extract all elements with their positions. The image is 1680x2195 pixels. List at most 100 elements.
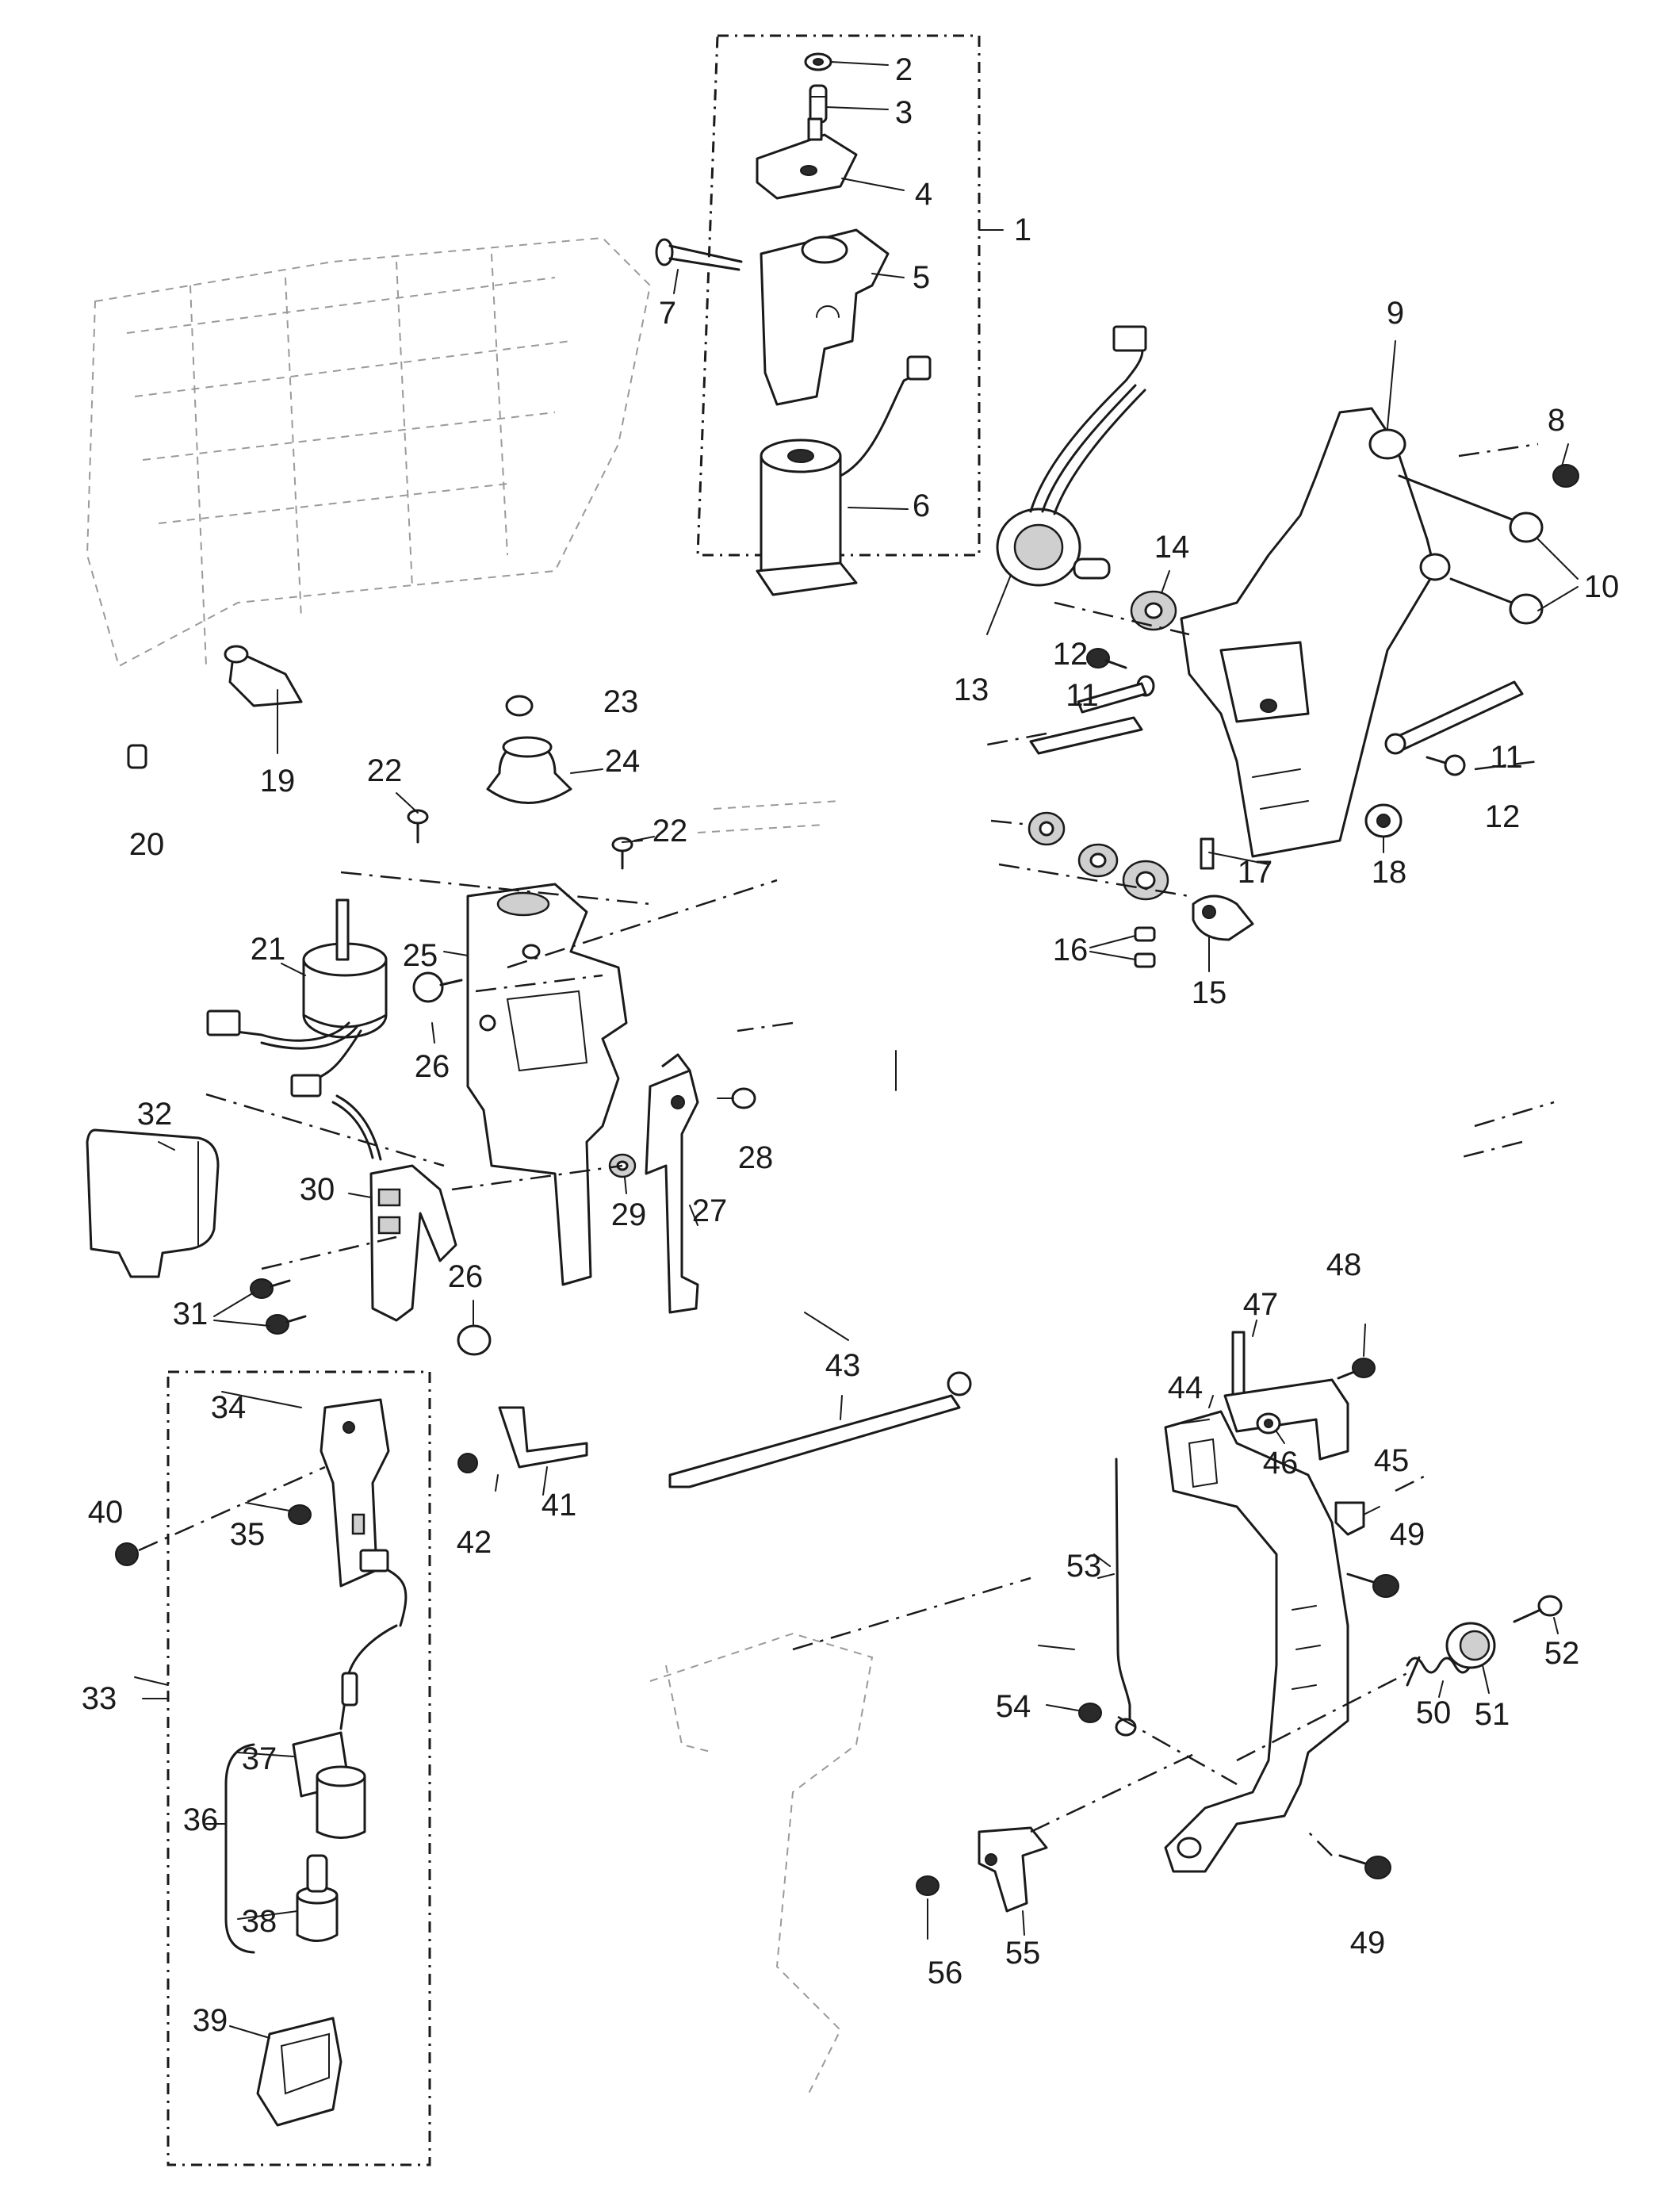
part-8-screw <box>1553 444 1579 487</box>
part-26-cap-bottom <box>458 1326 490 1354</box>
part-10-screws <box>1399 476 1578 623</box>
callout-label: 14 <box>1154 530 1190 565</box>
callout-label: 13 <box>953 672 989 707</box>
callout-label: 45 <box>1373 1443 1410 1478</box>
part-49-screw-a <box>1348 1574 1399 1597</box>
callout-label: 18 <box>1371 855 1407 890</box>
callout-label: 17 <box>1237 855 1273 890</box>
part-43-rod <box>670 1373 970 1487</box>
part-13-potentiometer <box>987 327 1146 634</box>
part-52-screw <box>1514 1596 1561 1622</box>
callout-label: 55 <box>1005 1936 1041 1971</box>
part-5-bracket <box>761 230 904 404</box>
callout-label: 15 <box>1191 975 1227 1010</box>
part-44-main-plate <box>1165 1396 1348 1871</box>
part-19-switch <box>225 646 301 753</box>
callout-label: 24 <box>604 744 641 779</box>
part-51-roller <box>1447 1623 1494 1668</box>
part-30-switch <box>333 1096 456 1320</box>
callout-label: 4 <box>914 177 933 212</box>
part-21-motor <box>208 900 386 1096</box>
callout-label: 30 <box>299 1172 335 1207</box>
callout-label: 35 <box>229 1517 266 1552</box>
part-56-screw <box>917 1876 939 1895</box>
part-50-spring <box>1407 1657 1471 1685</box>
part-32-cover <box>87 1130 218 1277</box>
callout-label: 41 <box>541 1488 577 1523</box>
part-4-plate <box>757 119 904 198</box>
part-23-e-ring <box>507 696 532 715</box>
callout-label: 38 <box>241 1904 277 1939</box>
part-2-e-ring <box>806 54 888 70</box>
callout-label: 52 <box>1544 1636 1580 1671</box>
callout-label: 25 <box>402 938 438 973</box>
part-53-wire <box>1116 1459 1135 1735</box>
callout-label: 32 <box>136 1097 173 1132</box>
part-46-collar <box>1257 1414 1280 1433</box>
callout-label: 10 <box>1583 569 1620 604</box>
callout-label: 31 <box>172 1297 209 1331</box>
callout-label: 11 <box>1066 678 1099 713</box>
callout-label: 54 <box>995 1689 1031 1724</box>
part-41-bracket <box>499 1408 587 1467</box>
callout-label: 7 <box>658 296 677 331</box>
part-16-set-screws <box>1090 928 1154 967</box>
part-22-screw-a <box>408 810 427 842</box>
callout-label: 43 <box>825 1348 861 1383</box>
part-42-screw <box>458 1454 477 1473</box>
assembly-33-box <box>168 1372 430 2165</box>
callout-label: 29 <box>610 1197 647 1232</box>
part-7-pin <box>656 239 741 293</box>
callout-label: 3 <box>894 95 913 130</box>
callout-label: 21 <box>250 932 286 967</box>
part-25-frame-plate <box>444 884 626 1285</box>
callout-label: 28 <box>737 1140 774 1175</box>
callout-label: 22 <box>366 753 403 788</box>
callout-label: 27 <box>691 1193 728 1228</box>
part-27-lever <box>646 1055 698 1312</box>
part-47-bracket <box>1225 1332 1348 1459</box>
washers-group <box>991 813 1189 899</box>
part-34-bracket <box>321 1400 388 1586</box>
callout-label: 34 <box>210 1390 247 1425</box>
callout-label: 8 <box>1547 403 1566 438</box>
callout-label: 42 <box>456 1525 492 1560</box>
part-28-e-ring <box>733 1089 755 1108</box>
part-6-solenoid-coil <box>757 357 930 595</box>
callout-label: 16 <box>1052 933 1089 967</box>
callout-label: 26 <box>447 1259 484 1294</box>
callout-label: 47 <box>1242 1287 1279 1322</box>
part-11-shaft-left <box>1031 676 1154 753</box>
machine-frame-outline <box>87 238 872 2093</box>
leader-lines <box>135 444 1558 2038</box>
callout-label: 22 <box>652 814 688 849</box>
part-55-bracket <box>979 1828 1047 1911</box>
callout-label: 49 <box>1389 1517 1426 1552</box>
callout-label: 56 <box>927 1956 963 1990</box>
part-26-cap-top <box>414 973 461 1002</box>
assembly-1-bracket <box>698 36 979 555</box>
part-12-screw-right <box>1427 756 1464 775</box>
part-9-mounting-plate <box>1181 341 1449 856</box>
callout-label: 19 <box>259 764 296 799</box>
callout-label: 33 <box>81 1681 117 1716</box>
part-31-screws <box>214 1279 305 1334</box>
callout-label: 50 <box>1415 1695 1452 1730</box>
part-24-knob <box>488 737 603 803</box>
callout-label: 51 <box>1474 1697 1510 1732</box>
part-20-spacer <box>128 745 146 768</box>
part-14-washer <box>1131 571 1176 630</box>
part-45-clip <box>1336 1503 1364 1534</box>
callout-label: 9 <box>1386 296 1405 331</box>
part-40-screw <box>116 1467 325 1565</box>
callout-label: 44 <box>1167 1370 1204 1405</box>
part-39-housing <box>258 2018 341 2125</box>
part-15-cam <box>1193 896 1253 971</box>
bracket-36 <box>226 1745 254 1952</box>
callout-label: 26 <box>414 1049 450 1084</box>
callout-label: 6 <box>912 488 931 523</box>
callout-label: 37 <box>241 1741 277 1776</box>
callout-label: 1 <box>1013 213 1032 247</box>
callout-label: 49 <box>1349 1925 1386 1960</box>
